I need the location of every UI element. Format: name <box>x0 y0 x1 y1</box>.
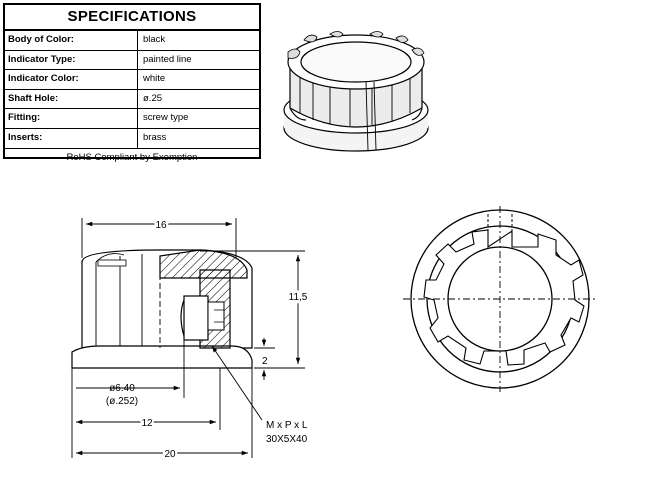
knob-isometric-view <box>283 31 429 152</box>
spec-label: Fitting: <box>5 109 138 128</box>
spec-value: brass <box>143 131 167 143</box>
screw-spec-label: M x P x L <box>266 420 308 431</box>
dim-skirt-2: 2 <box>262 356 268 367</box>
dim-width-20: 20 <box>164 449 176 460</box>
dimension-lines <box>71 218 305 458</box>
spec-row-inserts: Inserts: brass <box>5 128 259 149</box>
spec-row-fitting: Fitting: screw type <box>5 109 259 129</box>
dim-width-16: 16 <box>155 220 167 231</box>
dimension-labels: 16 11,5 2 ø6.40 (ø.252) 12 20 M x P x L … <box>106 218 310 462</box>
knob-side-section-view <box>71 249 253 369</box>
screw-spec-value: 30X5X40 <box>266 434 308 445</box>
knob-top-view <box>403 206 597 392</box>
spec-row-indicator-type: Indicator Type: painted line <box>5 50 259 71</box>
rohs-note: RoHS Compliant by Exemption <box>66 151 198 163</box>
spec-label: Inserts: <box>5 128 138 148</box>
spec-value: ø.25 <box>143 92 163 104</box>
spec-value: black <box>143 34 166 45</box>
spec-label: Body of Color: <box>5 31 138 50</box>
dim-hole-inch: (ø.252) <box>106 396 138 407</box>
spec-label: Indicator Type: <box>5 50 138 70</box>
specifications-table: SPECIFICATIONS Body of Color: black Indi… <box>3 3 261 163</box>
spec-value: painted line <box>143 53 192 65</box>
dim-height-11-5: 11,5 <box>289 292 308 303</box>
dim-hole-mm: ø6.40 <box>109 383 135 394</box>
spec-row-shaft-hole: Shaft Hole: ø.25 <box>5 89 259 110</box>
spec-row-body-color: Body of Color: black <box>5 31 259 51</box>
dim-width-12: 12 <box>141 418 153 429</box>
spec-label: Indicator Color: <box>5 70 138 89</box>
specifications-title: SPECIFICATIONS <box>5 5 259 31</box>
spec-label: Shaft Hole: <box>5 89 138 109</box>
spec-row-indicator-color: Indicator Color: white <box>5 70 259 90</box>
spec-value: screw type <box>143 112 189 124</box>
spec-value: white <box>143 73 166 85</box>
